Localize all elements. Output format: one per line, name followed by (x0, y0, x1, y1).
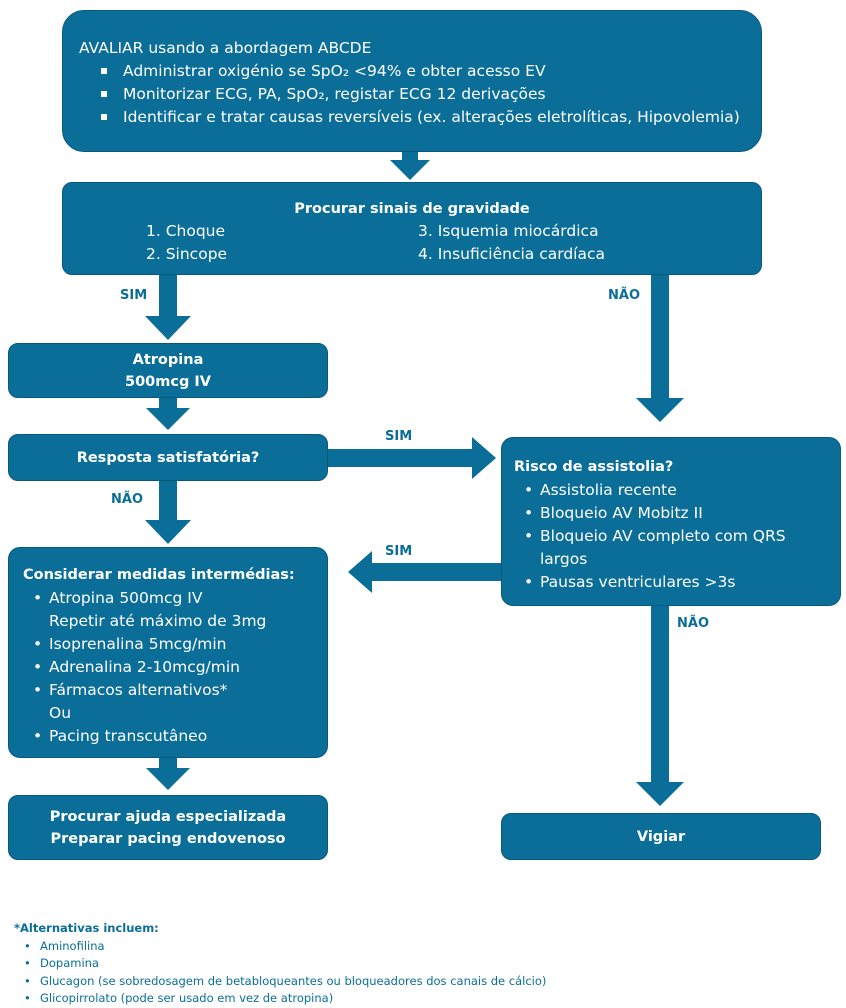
expert-line2: Preparar pacing endovenoso (50, 831, 286, 847)
expert-line1: Procurar ajuda especializada (49, 809, 287, 825)
assess-title: AVALIAR usando a abordagem ABCDE (79, 39, 372, 57)
footnote-item: Glucagon (se sobredosagem de betabloquea… (14, 973, 546, 991)
footnote-title: *Alternativas incluem: (14, 921, 159, 935)
intermediate-box: Considerar medidas intermédias: Atropina… (8, 547, 328, 758)
risk-item: Bloqueio AV Mobitz II (514, 502, 800, 525)
assess-item: Monitorizar ECG, PA, SpO₂, registar ECG … (79, 83, 761, 106)
intermediate-item: Atropina 500mcg IV Repetir até máximo de … (23, 587, 327, 633)
arrow-intermediate-to-expert (146, 758, 190, 790)
atropine-line2: 500mcg IV (124, 374, 212, 390)
assess-box: AVALIAR usando a abordagem ABCDE Adminis… (62, 10, 762, 152)
gravity-item: 1. Choque (146, 222, 226, 240)
risk-item: Bloqueio AV completo com QRS largos (514, 525, 800, 571)
intermediate-title: Considerar medidas intermédias: (23, 567, 295, 583)
intermediate-subnote: Repetir até máximo de 3mg (49, 612, 267, 630)
risk-box: Risco de assistolia? Assistolia recente … (501, 437, 841, 606)
label-no: NÃO (608, 288, 640, 303)
watch-title: Vigiar (636, 829, 686, 845)
response-title: Resposta satisfatória? (76, 450, 260, 466)
atropine-box: Atropina 500mcg IV (8, 343, 328, 398)
risk-item: Pausas ventriculares >3s (514, 571, 800, 594)
intermediate-item-text: Fármacos alternativos* (49, 681, 228, 699)
watch-box: Vigiar (501, 813, 821, 860)
footnote-item: Glicopirrolato (pode ser usado em vez de… (14, 990, 546, 1008)
arrow-no-to-risk (636, 275, 684, 422)
arrow-risk-to-watch (636, 606, 684, 806)
footnote: *Alternativas incluem: Aminofilina Dopam… (14, 920, 546, 1008)
label-no: NÃO (111, 492, 143, 507)
footnote-item: Aminofilina (14, 938, 546, 956)
footnote-item: Dopamina (14, 955, 546, 973)
arrow-yes-to-atropine (145, 275, 191, 340)
intermediate-item: Pacing transcutâneo (23, 725, 327, 748)
intermediate-item-text: Atropina 500mcg IV (49, 589, 203, 607)
gravity-box: Procurar sinais de gravidade 1. Choque 2… (62, 182, 762, 275)
arrow-response-to-intermediate (145, 481, 191, 544)
response-box: Resposta satisfatória? (8, 434, 328, 481)
assess-item: Identificar e tratar causas reversíveis … (79, 106, 761, 129)
label-yes: SIM (120, 288, 148, 303)
gravity-title: Procurar sinais de gravidade (294, 201, 530, 217)
gravity-item: 2. Sincope (146, 245, 228, 263)
intermediate-item: Adrenalina 2-10mcg/min (23, 656, 327, 679)
intermediate-or: Ou (49, 704, 72, 722)
label-yes: SIM (385, 429, 413, 444)
assess-item: Administrar oxigénio se SpO₂ <94% e obte… (79, 60, 761, 83)
gravity-item: 4. Insuficiência cardíaca (418, 245, 605, 263)
atropine-line1: Atropina (132, 352, 204, 368)
label-yes: SIM (385, 544, 413, 559)
intermediate-item: Fármacos alternativos* Ou (23, 679, 327, 725)
arrow-response-to-risk (328, 437, 496, 479)
gravity-item: 3. Isquemia miocárdica (418, 222, 599, 240)
risk-title: Risco de assistolia? (514, 459, 674, 475)
expert-box: Procurar ajuda especializada Preparar pa… (8, 795, 328, 860)
intermediate-item: Isoprenalina 5mcg/min (23, 633, 327, 656)
arrow-assess-to-gravity (390, 152, 430, 180)
label-no: NÃO (677, 616, 709, 631)
risk-item: Assistolia recente (514, 479, 800, 502)
arrow-risk-to-intermediate (348, 551, 501, 593)
arrow-atropine-to-response (146, 398, 190, 430)
